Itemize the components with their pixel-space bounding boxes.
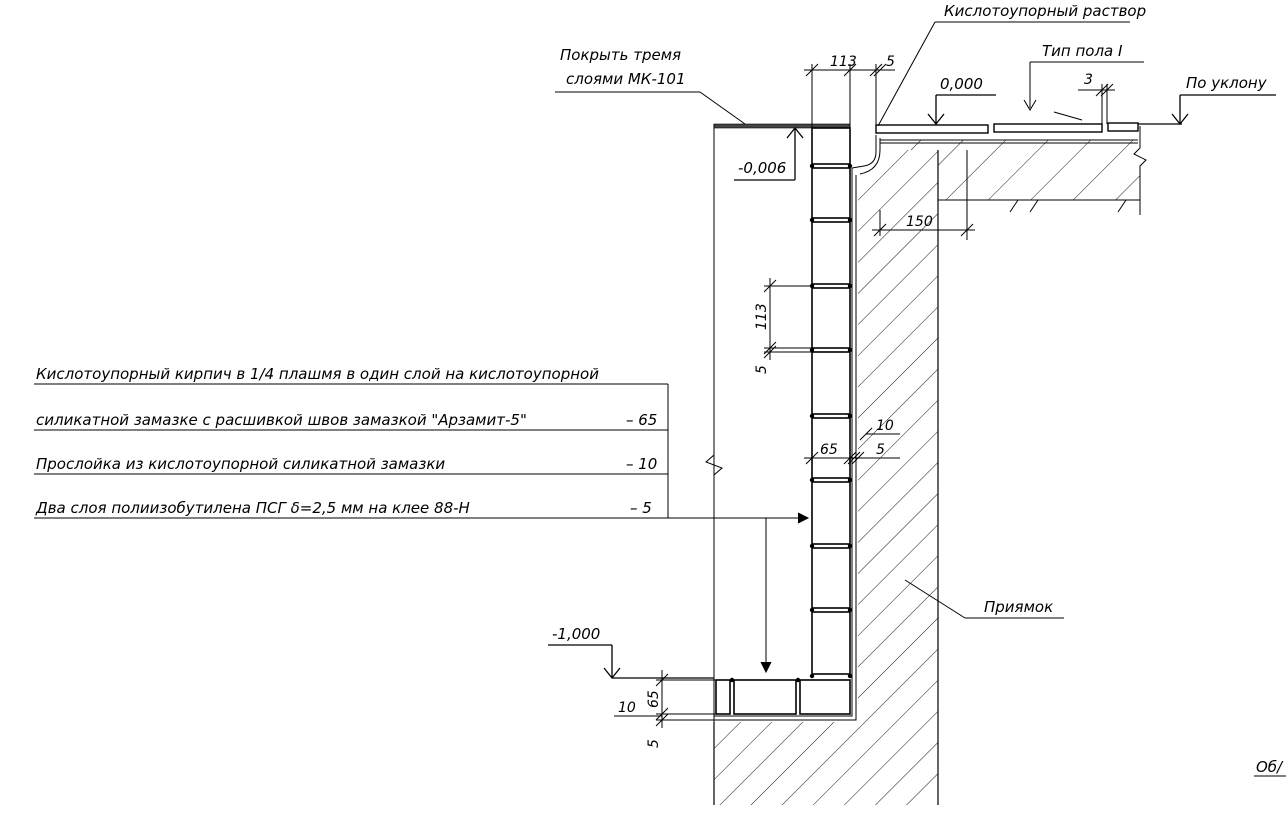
level-minus-006: -0,006 xyxy=(738,159,786,177)
layer-value-4: – 5 xyxy=(630,499,652,517)
layer-line-4: Два слоя полиизобутилена ПСГ δ=2,5 мм на… xyxy=(35,499,470,517)
dim-113-side: 113 xyxy=(754,303,770,330)
break-line xyxy=(705,128,723,790)
layer-value-2: – 65 xyxy=(626,411,657,429)
layer-line-2: силикатной замазке с расшивкой швов зама… xyxy=(36,411,527,429)
layer-value-3: – 10 xyxy=(626,455,657,473)
brick-wall xyxy=(715,127,851,715)
level-zero: 0,000 xyxy=(940,75,983,93)
layer-line-3: Прослойка из кислотоупорной силикатной з… xyxy=(36,455,445,473)
level-marks xyxy=(548,94,1276,680)
cut-edge-label: Об/ xyxy=(1256,758,1284,776)
dim-5-mid: 5 xyxy=(876,442,885,458)
dim-65-mid: 65 xyxy=(820,442,838,458)
dim-5-top: 5 xyxy=(886,54,895,70)
slope-label: По уклону xyxy=(1186,74,1268,92)
dim-150: 150 xyxy=(906,214,933,230)
concrete-pit-wall xyxy=(713,126,1147,805)
mortar-joints xyxy=(729,163,853,683)
dim-10-bottom: 10 xyxy=(618,700,636,716)
dimension-lines xyxy=(614,63,1115,728)
acid-mortar-label: Кислотоупорный раствор xyxy=(944,2,1146,20)
dim-3: 3 xyxy=(1084,72,1093,88)
layer-line-1: Кислотоупорный кирпич в 1/4 плашмя в оди… xyxy=(36,365,599,383)
dim-5-bottom: 5 xyxy=(646,739,662,748)
pit-label: Приямок xyxy=(984,598,1053,616)
floor-type-label: Тип пола I xyxy=(1042,42,1123,60)
dim-5-side: 5 xyxy=(754,365,770,374)
dim-10-mid: 10 xyxy=(876,418,894,434)
coat-label-1: Покрыть тремя xyxy=(560,46,681,64)
leader-lines xyxy=(34,21,1286,777)
level-minus-1000: -1,000 xyxy=(552,625,600,643)
coat-label-2: слоями МК-101 xyxy=(566,70,686,88)
dim-65-bottom: 65 xyxy=(646,690,662,708)
dim-113-top: 113 xyxy=(830,54,857,70)
